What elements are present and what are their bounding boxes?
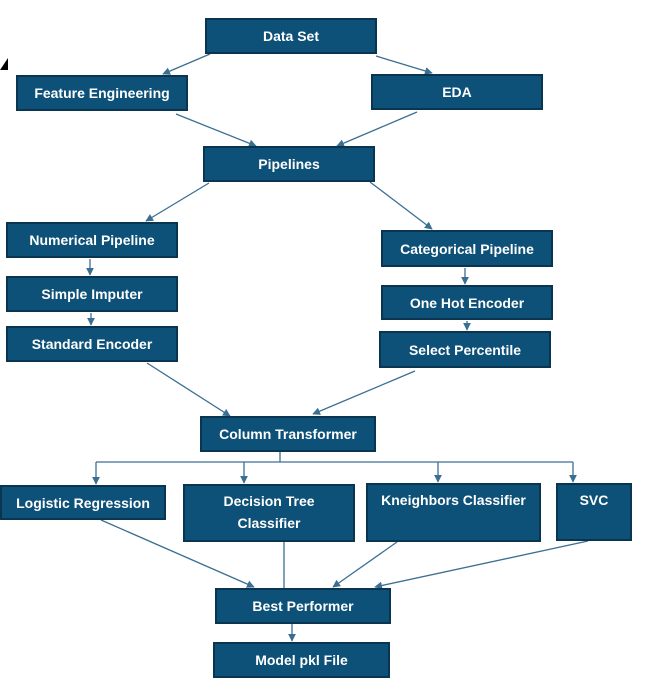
node-standard-encoder: Standard Encoder: [6, 326, 178, 362]
edge-pipelines-categorical: [369, 181, 433, 230]
node-label: Feature Engineering: [34, 85, 170, 101]
node-label: One Hot Encoder: [409, 294, 525, 311]
node-label: Decision Tree Classifier: [223, 493, 315, 531]
edge-kneighbors-best: [332, 541, 398, 588]
node-label: Standard Encoder: [31, 336, 153, 352]
node-label: Logistic Regression: [16, 494, 150, 511]
node-numerical-pipeline: Numerical Pipeline: [6, 222, 178, 258]
node-model-pkl-file: Model pkl File: [213, 642, 390, 678]
edge-dataset-feature-engineering: [162, 53, 211, 75]
node-decision-tree-classifier: Decision Tree Classifier: [183, 484, 355, 542]
node-label: Categorical Pipeline: [400, 240, 534, 257]
node-label: EDA: [442, 84, 472, 100]
node-select-percentile: Select Percentile: [379, 331, 551, 368]
node-column-transformer: Column Transformer: [200, 416, 376, 452]
node-label: Best Performer: [252, 598, 354, 614]
node-pipelines: Pipelines: [203, 146, 375, 182]
edge-select-column-transformer: [312, 370, 416, 415]
edge-eda-pipelines: [336, 111, 418, 147]
node-label: Pipelines: [258, 156, 320, 172]
node-eda: EDA: [371, 74, 543, 110]
corner-marker-icon: [0, 58, 8, 70]
node-label: Numerical Pipeline: [29, 232, 155, 248]
node-label: SVC: [579, 492, 609, 508]
node-label: Select Percentile: [408, 341, 522, 358]
edge-standard-column-transformer: [146, 362, 231, 417]
edge-pipelines-numerical: [145, 182, 210, 222]
node-categorical-pipeline: Categorical Pipeline: [381, 230, 553, 267]
node-svc: SVC: [556, 483, 632, 541]
edge-logistic-best: [100, 519, 255, 588]
node-one-hot-encoder: One Hot Encoder: [381, 285, 553, 320]
edge-feature-engineering-pipelines: [175, 113, 257, 148]
edge-svc-best: [374, 540, 589, 590]
node-kneighbors-classifier: Kneighbors Classifier: [366, 483, 541, 542]
node-label: Data Set: [262, 28, 320, 44]
node-best-performer: Best Performer: [215, 588, 391, 624]
edge-dataset-eda: [375, 55, 433, 75]
node-data-set: Data Set: [205, 18, 377, 54]
node-feature-engineering: Feature Engineering: [16, 75, 188, 111]
node-label: Model pkl File: [255, 652, 348, 668]
node-label: Kneighbors Classifier: [381, 492, 526, 508]
node-label: Column Transformer: [219, 426, 357, 442]
node-label: Simple Imputer: [41, 286, 143, 302]
node-simple-imputer: Simple Imputer: [6, 276, 178, 312]
node-logistic-regression: Logistic Regression: [0, 485, 166, 520]
